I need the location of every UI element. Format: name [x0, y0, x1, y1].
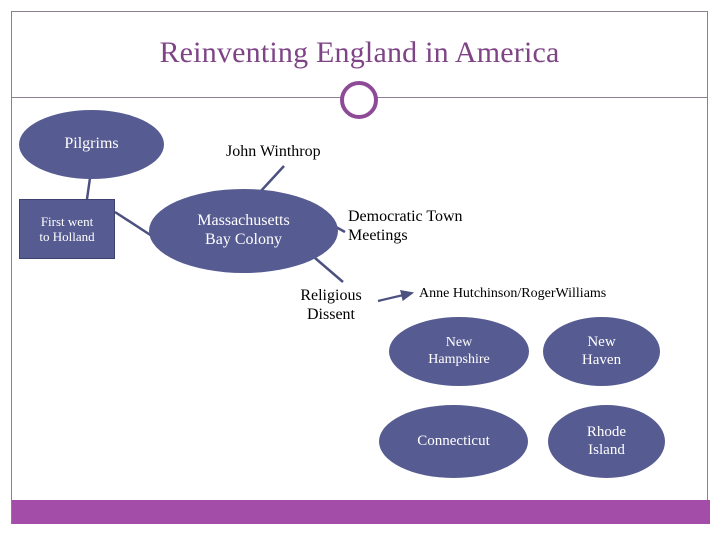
page-title: Reinventing England in America: [159, 36, 560, 69]
label-town-meetings-line2: Meetings: [348, 227, 408, 245]
node-connecticut-label: Connecticut: [417, 432, 490, 449]
node-massachusetts-label-line1: Massachusetts: [197, 212, 290, 230]
node-holland-label-line2: to Holland: [39, 229, 95, 244]
node-new-hampshire-label-line1: New: [445, 335, 473, 351]
node-holland-label-line1: First went: [40, 213, 94, 229]
footer-accent-bar: [12, 500, 710, 524]
node-new-haven-label-line2: Haven: [581, 351, 622, 368]
label-religious-dissent-line2: Dissent: [307, 306, 355, 324]
node-rhode-island-label-line1: Rhode: [586, 424, 627, 441]
label-democratic-town-meetings: Democratic Town Meetings: [348, 207, 508, 245]
node-first-went-to-holland[interactable]: First went to Holland: [19, 199, 115, 259]
node-pilgrims-label: Pilgrims: [64, 135, 119, 153]
node-massachusetts-bay-colony[interactable]: Massachusetts Bay Colony: [149, 189, 338, 273]
node-massachusetts-label: Massachusetts Bay Colony: [197, 212, 289, 249]
node-new-hampshire-label: New Hampshire: [428, 335, 489, 367]
decorative-circle-icon: [340, 81, 378, 119]
label-town-meetings-line1: Democratic Town: [348, 208, 463, 225]
node-new-hampshire[interactable]: New Hampshire: [389, 317, 529, 386]
node-rhode-island[interactable]: Rhode Island: [548, 405, 665, 478]
node-new-haven[interactable]: New Haven: [543, 317, 660, 386]
node-pilgrims[interactable]: Pilgrims: [19, 110, 164, 179]
label-dissenters: Anne Hutchinson/RogerWilliams: [419, 286, 607, 301]
label-religious-dissent: Religious Dissent: [290, 286, 372, 324]
node-new-haven-label: New Haven: [582, 334, 621, 369]
label-john-winthrop: John Winthrop: [226, 143, 321, 160]
node-new-hampshire-label-line2: Hampshire: [428, 351, 490, 367]
node-rhode-island-label-line2: Island: [588, 441, 625, 458]
label-religious-dissent-line1: Religious: [300, 287, 362, 304]
node-connecticut[interactable]: Connecticut: [379, 405, 528, 478]
node-massachusetts-label-line2: Bay Colony: [205, 231, 282, 248]
node-holland-label: First went to Holland: [39, 214, 94, 245]
node-new-haven-label-line1: New: [587, 334, 616, 351]
node-rhode-island-label: Rhode Island: [587, 424, 626, 459]
